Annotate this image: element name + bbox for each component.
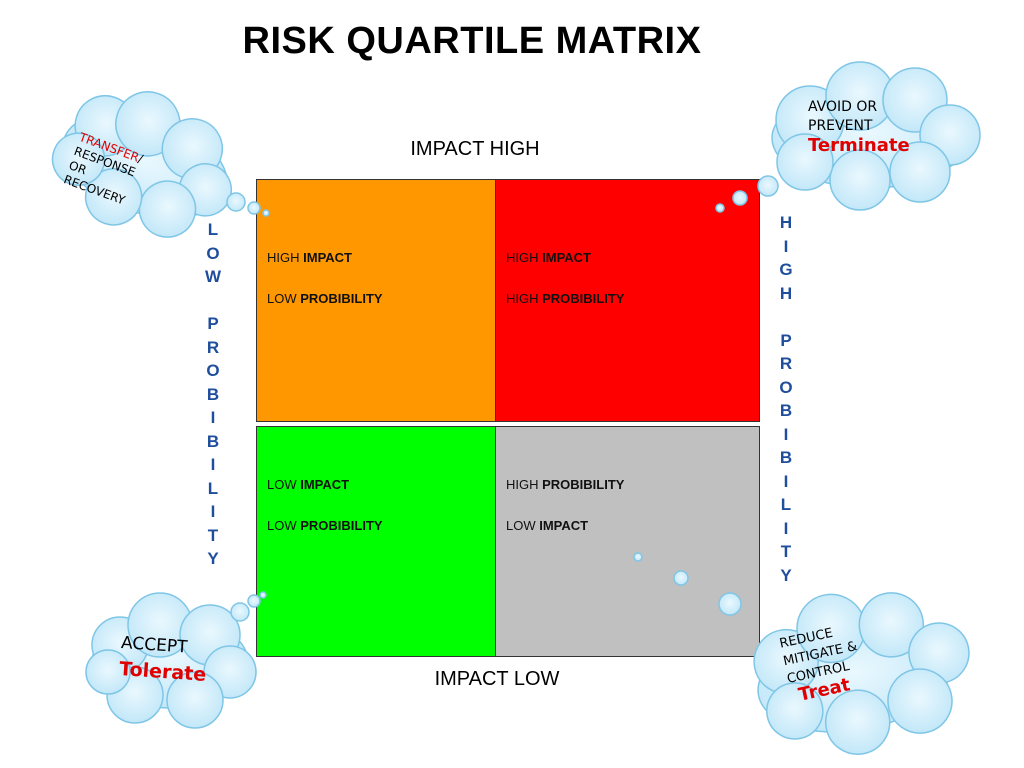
- high-probability-letter: I: [783, 236, 789, 256]
- thought-bubble: [732, 190, 748, 206]
- high-probability-letter: I: [783, 518, 789, 538]
- low-probability-letter: B: [206, 431, 220, 451]
- transfer-cloud-shape: [51, 91, 233, 238]
- thought-bubble: [718, 592, 742, 616]
- high-probability-letter: O: [779, 377, 793, 397]
- quadrant-text-bold: PROBIBILITY: [300, 291, 383, 306]
- quadrant-high-impact-low-probability: HIGH IMPACT LOW PROBIBILITY: [256, 179, 496, 422]
- thought-bubble: [230, 602, 250, 622]
- low-probability-letter: L: [207, 478, 219, 498]
- low-probability-letter: I: [210, 408, 216, 427]
- reduce-cloud-text: REDUCE MITIGATE & CONTROL Treat: [778, 620, 867, 706]
- quadrant-text-bold: PROBIBILITY: [542, 477, 625, 492]
- avoid-cloud-text: AVOID OR PREVENT Terminate: [808, 98, 910, 155]
- quadrant-high-probability-low-impact: HIGH PROBIBILITY LOW IMPACT: [495, 426, 760, 657]
- reduce-cloud-shape: [753, 592, 970, 755]
- high-probability-letter: R: [779, 354, 793, 373]
- thought-bubble: [259, 591, 267, 599]
- quadrant-low-impact-low-probability: LOW IMPACT LOW PROBIBILITY: [256, 426, 496, 657]
- low-probability-letter: Y: [207, 549, 219, 568]
- low-probability-letter: I: [210, 455, 216, 474]
- quadrant-text: LOW: [506, 518, 540, 533]
- quadrant-text: HIGH: [506, 250, 543, 265]
- avoid-line: PREVENT: [808, 118, 873, 134]
- thought-bubble: [757, 175, 779, 197]
- impact-low-label: IMPACT LOW: [434, 668, 560, 690]
- thought-bubble: [262, 209, 270, 217]
- high-probability-letter: T: [780, 542, 792, 561]
- accept-cloud-text: ACCEPT Tolerate: [118, 630, 208, 688]
- avoid-line: AVOID OR: [808, 99, 878, 115]
- low-probability-letter: T: [207, 525, 219, 545]
- quadrant-text: LOW: [267, 477, 301, 492]
- low-probability-letter: L: [207, 220, 219, 239]
- quadrant-text: HIGH: [267, 250, 304, 265]
- quadrant-high-impact-high-probability: HIGH IMPACT HIGH PROBIBILITY: [495, 179, 760, 422]
- low-probability-letter: W: [204, 267, 222, 286]
- low-probability-letter: P: [207, 314, 219, 333]
- low-probability-letter: R: [206, 337, 220, 357]
- thought-bubble: [247, 594, 261, 608]
- quadrant-text-bold: PROBIBILITY: [300, 518, 383, 533]
- high-probability-letter: H: [779, 283, 793, 303]
- thought-bubble: [226, 192, 246, 212]
- high-probability-letter: P: [780, 330, 792, 350]
- thought-bubble: [633, 552, 643, 562]
- low-probability-letter: O: [206, 243, 220, 263]
- high-probability-letter: L: [780, 495, 792, 514]
- high-probability-letter: H: [779, 213, 793, 232]
- thought-bubble: [247, 201, 261, 215]
- quadrant-text-bold: IMPACT: [542, 250, 591, 265]
- quadrant-text-bold: IMPACT: [300, 477, 350, 492]
- quadrant-text-bold: PROBIBILITY: [542, 291, 625, 306]
- impact-high-label: IMPACT HIGH: [410, 138, 540, 160]
- high-probability-letter: B: [779, 448, 793, 467]
- avoid-highlight: Terminate: [808, 135, 910, 156]
- high-probability-letter: I: [783, 471, 789, 491]
- avoid-cloud-shape: [771, 61, 981, 211]
- high-probability-letter: G: [779, 260, 793, 279]
- high-probability-letter: Y: [780, 565, 792, 585]
- high-probability-letter: I: [783, 424, 789, 444]
- quadrant-text-bold: IMPACT: [539, 518, 589, 533]
- high-probability-letter: B: [779, 401, 793, 420]
- thought-bubble: [673, 570, 689, 586]
- low-probability-letter: B: [206, 384, 220, 404]
- quadrant-text: HIGH: [506, 477, 543, 492]
- low-probability-letter: I: [210, 502, 216, 521]
- quadrant-text-bold: IMPACT: [303, 250, 352, 265]
- quadrant-text: LOW: [267, 518, 301, 533]
- quadrant-text: LOW: [267, 291, 301, 306]
- quadrant-text: HIGH: [506, 291, 543, 306]
- low-probability-letter: O: [206, 361, 220, 380]
- thought-bubble: [715, 203, 725, 213]
- page-title: RISK QUARTILE MATRIX: [242, 20, 702, 62]
- accept-cloud-shape: [85, 592, 257, 729]
